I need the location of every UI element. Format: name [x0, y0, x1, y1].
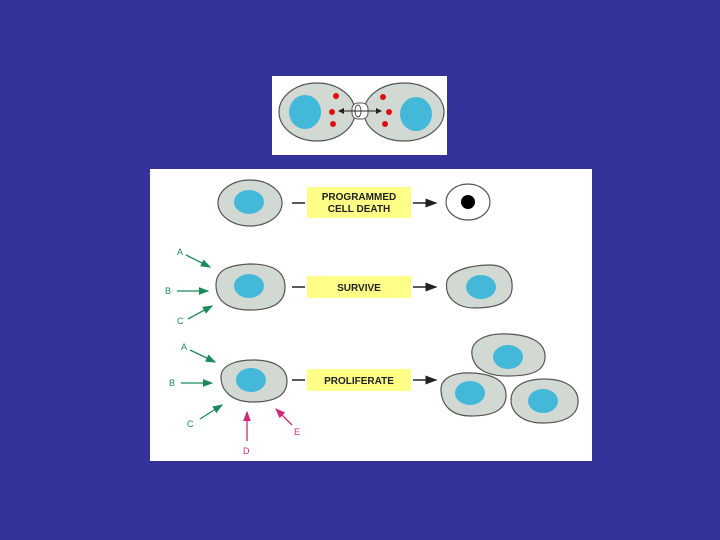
- arrow-left-icon: [338, 108, 344, 114]
- nucleus: [236, 368, 266, 392]
- nucleus: [234, 274, 264, 298]
- signal-arrow-e: [275, 408, 293, 426]
- programmed-death-label-box: [307, 187, 411, 218]
- signal-arrow-a: [189, 349, 217, 363]
- nucleus: [466, 275, 496, 299]
- programmed-death-label-line1: PROGRAMMED: [322, 192, 396, 203]
- row-proliferate: A B C D E PROLIFERATE: [169, 333, 579, 456]
- molecule: [380, 94, 386, 100]
- condensed-nucleus: [461, 195, 475, 209]
- molecule: [333, 93, 339, 99]
- proliferate-label-box: [307, 369, 411, 391]
- row-programmed-death: PROGRAMMED CELL DEATH: [217, 179, 491, 227]
- left-nucleus: [289, 95, 321, 129]
- signal-arrow-a: [185, 254, 212, 268]
- signal-label-a: A: [177, 247, 183, 257]
- nucleus: [528, 389, 558, 413]
- signal-label-c: C: [177, 316, 184, 326]
- molecule: [382, 121, 388, 127]
- cell-fate-diagram: PROGRAMMED CELL DEATH A B C SURVIVE A: [165, 179, 579, 456]
- cell-signaling-diagram: [278, 82, 445, 142]
- nucleus: [234, 190, 264, 214]
- nucleus: [493, 345, 523, 369]
- programmed-death-label-line2: CELL DEATH: [328, 204, 390, 215]
- nucleus: [455, 381, 485, 405]
- right-nucleus: [400, 97, 432, 131]
- proliferate-label: PROLIFERATE: [324, 376, 394, 387]
- molecule: [386, 109, 392, 115]
- signal-arrow-c: [187, 305, 214, 320]
- signal-label-a: A: [181, 342, 187, 352]
- cell-fate-panel: PROGRAMMED CELL DEATH A B C SURVIVE A: [150, 169, 592, 461]
- signal-label-b: B: [165, 286, 171, 296]
- signal-label-e: E: [294, 427, 300, 437]
- cell-signaling-panel: [272, 76, 447, 155]
- row-survive: A B C SURVIVE: [165, 247, 513, 326]
- signal-arrow-c: [199, 404, 224, 420]
- molecule: [329, 109, 335, 115]
- molecule: [330, 121, 336, 127]
- signal-label-d: D: [243, 446, 250, 456]
- survive-label: SURVIVE: [337, 283, 381, 294]
- arrow-right-icon: [376, 108, 382, 114]
- survive-label-box: [307, 276, 411, 298]
- signal-label-c: C: [187, 419, 194, 429]
- signal-label-b: B: [169, 378, 175, 388]
